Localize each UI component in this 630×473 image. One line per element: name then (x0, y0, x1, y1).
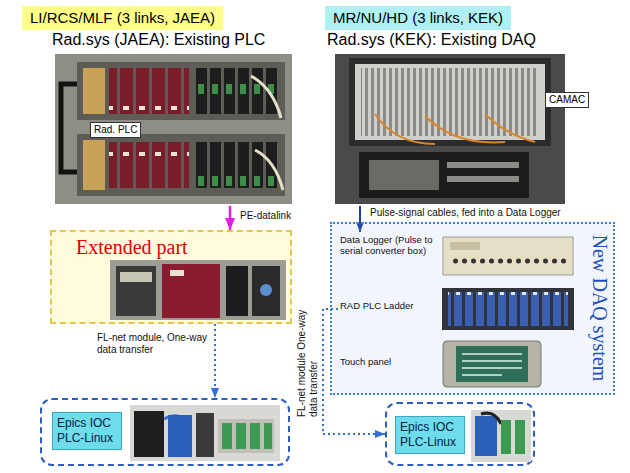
device-row: RAD PLC Ladder (338, 284, 578, 334)
device-label: RAD PLC Ladder (340, 300, 438, 311)
header-band: LI/RCS/MLF (3 links, JAEA) (22, 6, 223, 30)
logger-photo (442, 236, 574, 276)
connector (214, 324, 216, 398)
device-label: Data Logger (Pulse to serial converter b… (340, 234, 438, 257)
edge-label: Pulse-signal cables, fed into a Data Log… (368, 207, 563, 219)
daq-photo (335, 54, 565, 204)
device-label: Touch panel (340, 356, 438, 367)
header-text: LI/RCS/MLF (3 links, JAEA) (30, 9, 215, 27)
edge-label: FL-net module, One-way data transfer (95, 332, 211, 356)
system-heading: Rad.sys (KEK): Existing DAQ (327, 30, 536, 49)
ioc-photo (130, 405, 280, 461)
daq-region: New DAQ system Data Logger (Pulse to ser… (330, 222, 615, 395)
header-band: MR/NU/HD (3 links, KEK) (325, 6, 511, 30)
tag-label: Rad. PLC (90, 122, 141, 138)
edge-label: FL-net module One-way data transfer (296, 305, 320, 419)
ioc-box: Epics IOC PLC-Linux (40, 398, 290, 466)
header-text: MR/NU/HD (3 links, KEK) (333, 9, 503, 27)
section-title: Extended part (76, 235, 188, 259)
photo-panel: Rad.sys (JAEA): Existing PLC Rad. PLC (50, 30, 292, 206)
ioc-photo (471, 410, 531, 462)
plc-rack-photo (442, 288, 574, 330)
ioc-box: Epics IOC PLC-Linux (385, 402, 535, 466)
system-heading: Rad.sys (JAEA): Existing PLC (52, 30, 265, 49)
edge-label: PE-datalink (238, 210, 293, 222)
extended-box: Extended part (50, 230, 292, 324)
photo-panel: Rad.sys (KEK): Existing DAQ CAMAC (325, 30, 615, 206)
ioc-label: Epics IOC PLC-Linux (52, 412, 122, 450)
device-row: Touch panel (338, 338, 578, 390)
tag-label: CAMAC (545, 92, 589, 108)
touch-panel-photo (442, 340, 542, 388)
vertical-title: New DAQ system (588, 235, 612, 382)
device-row: Data Logger (Pulse to serial converter b… (338, 232, 578, 280)
ioc-label: Epics IOC PLC-Linux (395, 416, 465, 454)
connector (229, 206, 232, 230)
module-photo (110, 260, 286, 320)
